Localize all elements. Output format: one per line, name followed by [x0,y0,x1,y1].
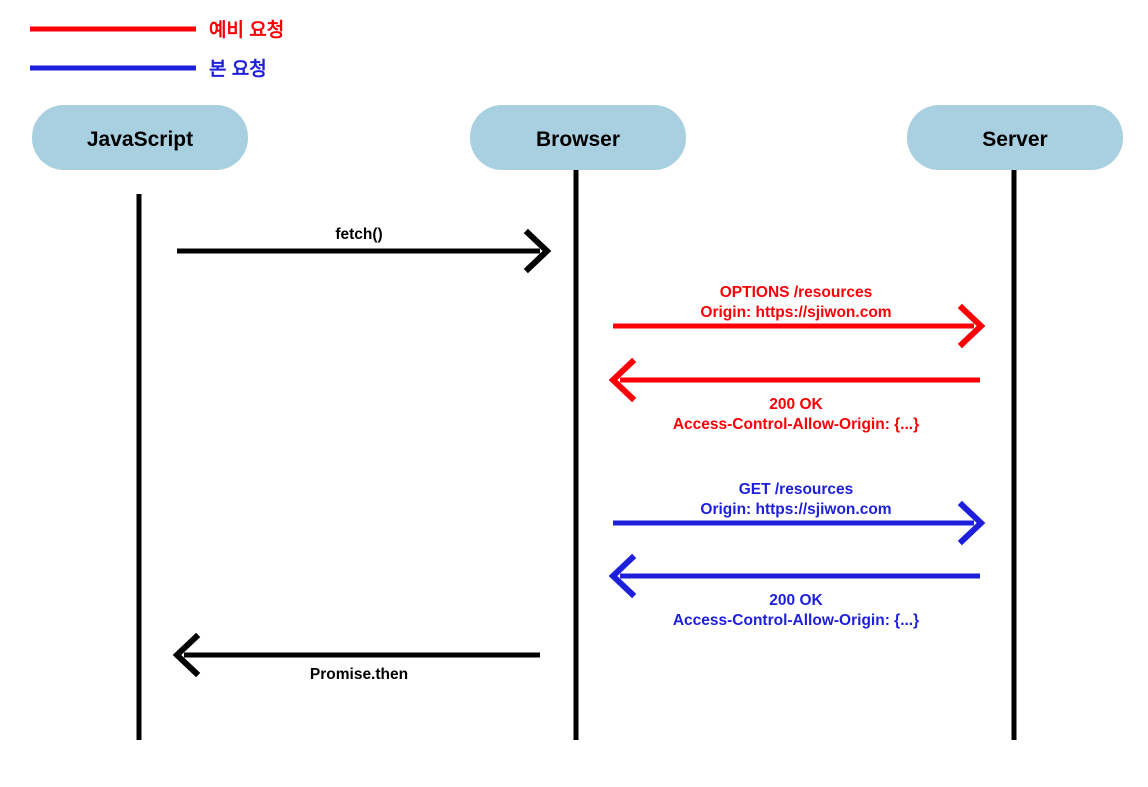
message-preflight-response: 200 OK Access-Control-Allow-Origin: {...… [608,357,980,433]
actor-box-javascript[interactable] [32,105,248,170]
actor-box-browser[interactable] [470,105,686,170]
actor-label-server: Server [982,128,1047,151]
message-label-actual-response-line2: Access-Control-Allow-Origin: {...} [673,612,919,629]
arrowhead-left-actual-response [608,553,637,599]
message-label-options-request-line2: Origin: https://sjiwon.com [700,304,891,321]
message-label-get-request-line1: GET /resources [739,481,854,498]
message-label-preflight-response-line1: 200 OK [769,396,823,413]
arrowhead-right-options-request [957,303,986,349]
message-options-request: OPTIONS /resources Origin: https://sjiwo… [613,284,986,349]
actor-javascript[interactable]: JavaScript [32,105,248,170]
message-promise-then: Promise.then [172,632,540,683]
actor-label-browser: Browser [536,128,620,151]
message-label-options-request-line1: OPTIONS /resources [720,284,872,301]
legend-item-preflight-request: 예비 요청 [30,19,284,41]
message-label-get-request-line2: Origin: https://sjiwon.com [700,501,891,518]
message-label-actual-response-line1: 200 OK [769,592,823,609]
arrowhead-right-get-request [957,500,986,546]
message-fetch: fetch() [177,226,552,274]
legend-label-actual: 본 요청 [209,58,267,80]
legend-item-actual-request: 본 요청 [30,58,267,80]
actor-server[interactable]: Server [907,105,1123,170]
actor-label-javascript: JavaScript [87,128,193,151]
message-label-preflight-response-line2: Access-Control-Allow-Origin: {...} [673,416,919,433]
arrowhead-right-fetch [523,228,552,274]
lifelines [136,170,1017,740]
actor-box-server[interactable] [907,105,1123,170]
message-label-fetch: fetch() [335,226,382,243]
actor-browser[interactable]: Browser [470,105,686,170]
legend-label-preflight: 예비 요청 [209,19,284,41]
message-actual-response: 200 OK Access-Control-Allow-Origin: {...… [608,553,980,629]
message-get-request: GET /resources Origin: https://sjiwon.co… [613,481,986,546]
arrowhead-left-preflight-response [608,357,637,403]
arrowhead-left-promise-then [172,632,201,678]
legend: 예비 요청 본 요청 [30,19,284,80]
message-label-promise-then: Promise.then [310,666,408,683]
